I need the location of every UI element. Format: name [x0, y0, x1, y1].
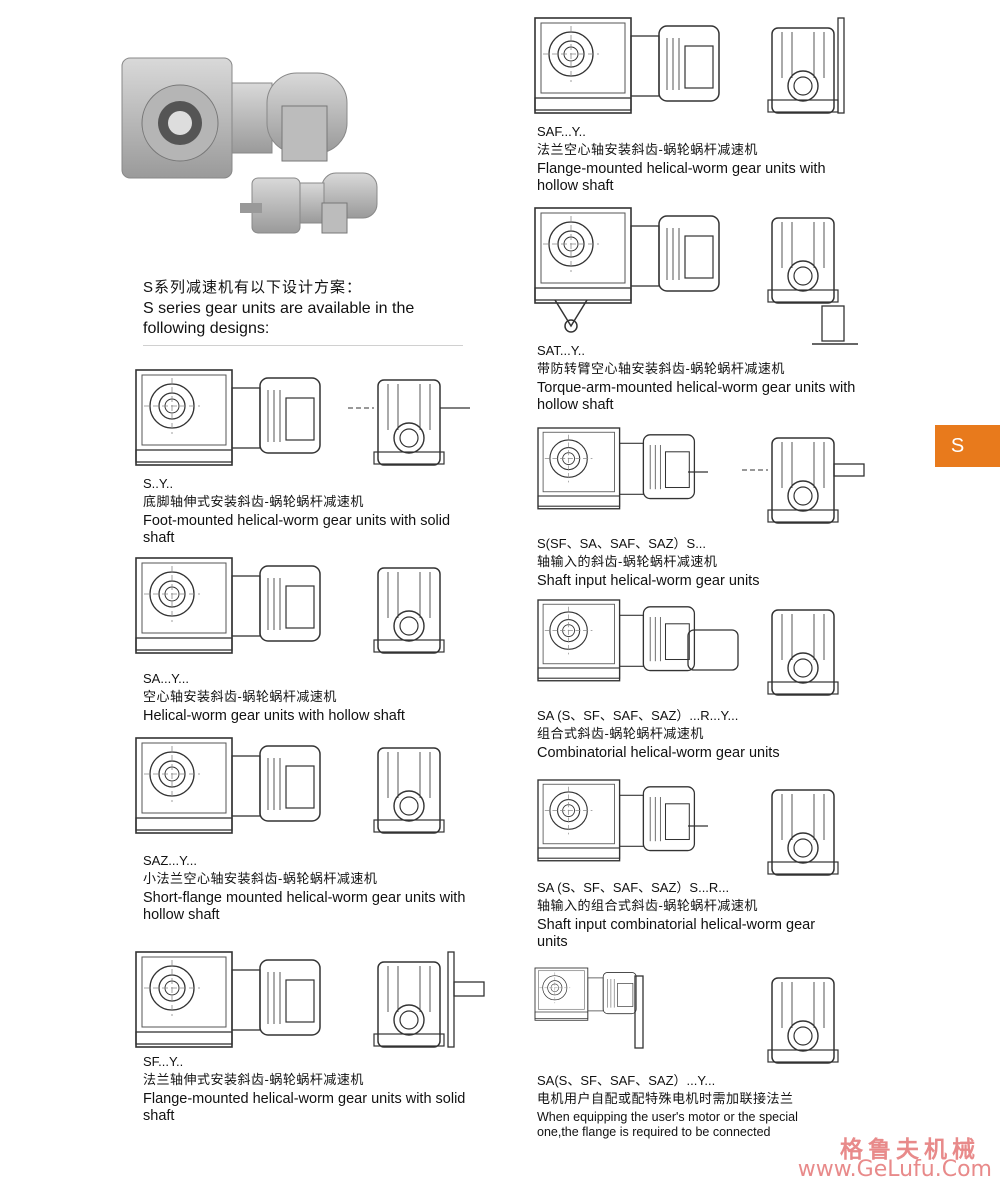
design-name-zh: 组合式斜齿-蜗轮蜗杆减速机: [537, 726, 704, 741]
drawing-sf-side: [135, 951, 321, 1048]
design-name-en: Shaft input helical-worm gear units: [537, 573, 760, 589]
drawing-saf-side: [534, 17, 720, 114]
caption-s: S..Y.. 底脚轴伸式安装斜齿-蜗轮蜗杆减速机 Foot-mounted he…: [143, 475, 463, 547]
drawing-s-shaft-input-side: [537, 427, 708, 510]
intro-title-en: S series gear units are available in the…: [143, 300, 415, 337]
design-name-en: Foot-mounted helical-worm gear units wit…: [143, 513, 451, 546]
caption-sa: SA...Y... 空心轴安装斜齿-蜗轮蜗杆减速机 Helical-worm g…: [143, 670, 463, 725]
drawing-sat-front: [767, 217, 858, 345]
design-code: SA...Y...: [143, 671, 190, 686]
drawing-sa-s-r-side: [537, 779, 708, 862]
design-name-zh: 空心轴安装斜齿-蜗轮蜗杆减速机: [143, 689, 337, 704]
drawing-s-front: [348, 379, 470, 466]
caption-saf: SAF...Y.. 法兰空心轴安装斜齿-蜗轮蜗杆减速机 Flange-mount…: [537, 123, 847, 195]
gearbox-large-photo: [121, 57, 348, 179]
drawing-sa-r-side: [537, 599, 739, 682]
drawing-saz-front: [373, 747, 445, 834]
design-name-en: Combinatorial helical-worm gear units: [537, 745, 780, 761]
watermark-zh: 格鲁夫机械: [840, 1136, 980, 1163]
divider: [143, 345, 463, 346]
caption-saz: SAZ...Y... 小法兰空心轴安装斜齿-蜗轮蜗杆减速机 Short-flan…: [143, 852, 488, 924]
drawing-s-side: [135, 369, 321, 466]
drawing-saf-front: [767, 17, 845, 114]
drawing-sa-s-r-front: [767, 789, 839, 876]
drawing-sf-front: [373, 951, 485, 1048]
design-name-zh: 轴输入的组合式斜齿-蜗轮蜗杆减速机: [537, 898, 758, 913]
design-name-en: Short-flange mounted helical-worm gear u…: [143, 890, 466, 923]
design-name-en: When equipping the user's motor or the s…: [537, 1110, 798, 1139]
design-code: SAT...Y..: [537, 343, 585, 358]
drawing-sat-side: [534, 207, 720, 333]
caption-sf: SF...Y.. 法兰轴伸式安装斜齿-蜗轮蜗杆减速机 Flange-mounte…: [143, 1053, 483, 1125]
design-name-zh: 小法兰空心轴安装斜齿-蜗轮蜗杆减速机: [143, 871, 378, 886]
drawing-saz-side: [135, 737, 321, 834]
design-name-zh: 电机用户自配或配特殊电机时需加联接法兰: [537, 1091, 794, 1106]
caption-sat: SAT...Y.. 带防转臂空心轴安装斜齿-蜗轮蜗杆减速机 Torque-arm…: [537, 342, 887, 414]
section-tab-s: S: [935, 425, 1000, 467]
design-name-zh: 轴输入的斜齿-蜗轮蜗杆减速机: [537, 554, 718, 569]
caption-sa-s-r: SA (S、SF、SAF、SAZ）S...R... 轴输入的组合式斜齿-蜗轮蜗杆…: [537, 879, 837, 951]
caption-s-shaft-input: S(SF、SA、SAF、SAZ）S... 轴输入的斜齿-蜗轮蜗杆减速机 Shaf…: [537, 535, 867, 590]
drawing-sa-r-front: [767, 609, 839, 696]
drawing-sa-flange-side: [534, 967, 644, 1049]
watermark-en: www.GeLufu.Com: [797, 1157, 992, 1182]
drawing-s-shaft-input-front: [742, 437, 865, 524]
design-name-zh: 底脚轴伸式安装斜齿-蜗轮蜗杆减速机: [143, 494, 364, 509]
design-code: SA(S、SF、SAF、SAZ）...Y...: [537, 1073, 716, 1088]
caption-sa-flange: SA(S、SF、SAF、SAZ）...Y... 电机用户自配或配特殊电机时需加联…: [537, 1072, 807, 1140]
drawing-sa-side: [135, 557, 321, 654]
product-photo: [121, 57, 378, 234]
gearbox-small-photo: [240, 172, 378, 234]
design-code: S(SF、SA、SAF、SAZ）S...: [537, 536, 707, 551]
caption-sa-r: SA (S、SF、SAF、SAZ）...R...Y... 组合式斜齿-蜗轮蜗杆减…: [537, 707, 867, 762]
design-name-en: Helical-worm gear units with hollow shaf…: [143, 708, 405, 724]
design-name-en: Flange-mounted helical-worm gear units w…: [537, 161, 826, 194]
drawing-sa-flange-front: [767, 977, 839, 1064]
design-code: SF...Y..: [143, 1054, 184, 1069]
intro-title-zh: S系列减速机有以下设计方案：: [143, 279, 363, 296]
design-code: SAF...Y..: [537, 124, 586, 139]
drawing-sa-front: [373, 567, 445, 654]
design-code: SA (S、SF、SAF、SAZ）S...R...: [537, 880, 730, 895]
design-name-en: Torque-arm-mounted helical-worm gear uni…: [537, 380, 856, 413]
design-name-zh: 法兰空心轴安装斜齿-蜗轮蜗杆减速机: [537, 142, 758, 157]
design-name-zh: 带防转臂空心轴安装斜齿-蜗轮蜗杆减速机: [537, 361, 785, 376]
design-name-en: Flange-mounted helical-worm gear units w…: [143, 1091, 466, 1124]
design-code: SAZ...Y...: [143, 853, 197, 868]
design-name-zh: 法兰轴伸式安装斜齿-蜗轮蜗杆减速机: [143, 1072, 364, 1087]
design-code: SA (S、SF、SAF、SAZ）...R...Y...: [537, 708, 739, 723]
design-name-en: Shaft input combinatorial helical-worm g…: [537, 917, 816, 950]
design-code: S..Y..: [143, 476, 174, 491]
